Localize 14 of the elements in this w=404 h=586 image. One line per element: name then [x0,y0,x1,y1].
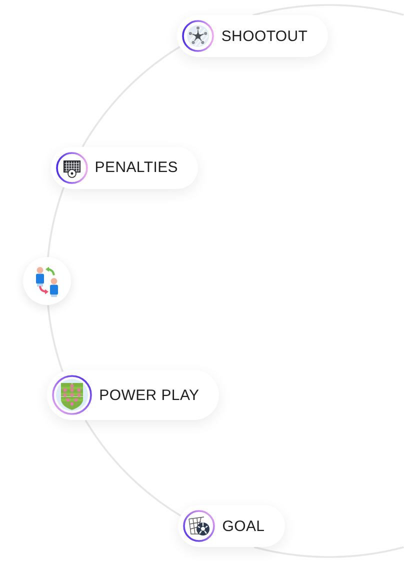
tag-pill [50,146,198,189]
tag-label: SHOOTOUT [221,28,308,45]
tag-pill [177,15,328,58]
tag-label: PENALTIES [94,159,178,176]
round-tile [23,257,71,305]
arc-line [252,4,404,16]
arc-line [82,46,180,148]
arc-line [47,186,65,258]
tag-pill [178,505,285,548]
arc-line [47,304,64,372]
tag-label: GOAL [222,518,265,535]
tag-label: POWER PLAY [99,386,200,404]
arc-line [84,420,182,516]
arc-line [254,546,404,558]
